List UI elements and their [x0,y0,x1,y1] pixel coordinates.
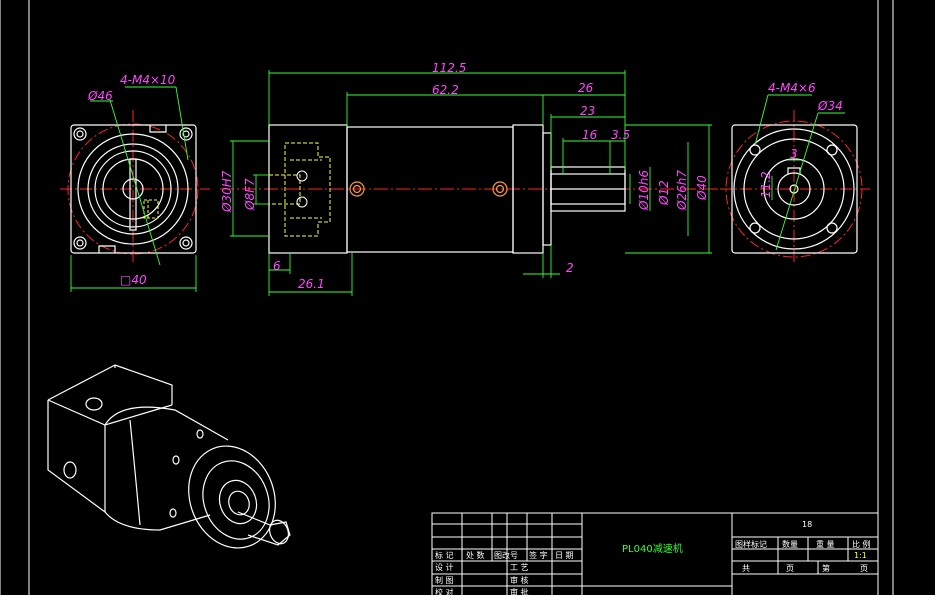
side-dim-key: 16 [582,128,598,142]
rear-dim-holes: 4-M4×6 [768,81,816,95]
side-dim-body: 62.2 [432,83,459,97]
front-dim-holes: 4-M4×10 [120,73,176,87]
tb-process: 工 艺 [510,563,529,572]
tb-scale-value: 1:1 [854,551,867,560]
side-dim-bore-inner: Ø8F7 [243,178,257,211]
tb-scale: 比 例 [852,539,871,549]
side-dim-input: 26.1 [298,277,325,291]
tb-sheet-mark: 18 [802,520,812,529]
tb-row-label-0: 标 记 [435,550,454,560]
side-dim-shaft: 23 [580,104,595,118]
side-dim-gap: 2 [566,261,574,275]
tb-row-label-2: 图改号 [494,550,518,560]
side-dim-flange: Ø40 [695,175,709,201]
tb-mass: 重 量 [816,539,835,549]
side-dim-total: 112.5 [432,61,466,75]
front-dim-diameter: Ø46 [87,89,113,103]
isometric-view [47,364,291,549]
side-dim-key-offset: 3.5 [611,128,630,142]
side-view: 112.5 62.2 26 23 16 3.5 Ø30H7 Ø8F7 Ø10h6… [220,61,725,296]
side-dim-bore: Ø30H7 [220,170,234,213]
tb-drawing: 制 图 [435,575,454,585]
title-block: 18 PL040减速机 标 记 处 数 图改号 签 字 日 期 设 计 工 艺 … [431,512,879,595]
tb-stage-mark: 图样标记 [735,539,767,549]
sheet-border [0,0,894,595]
side-dim-shaft-total: 26 [578,81,594,95]
front-dim-square: □40 [120,273,147,287]
tb-row-label-3: 签 字 [529,550,548,560]
tb-approve: 审 批 [510,587,529,595]
tb-row-label-1: 处 数 [466,550,485,560]
tb-total-label: 共 [742,564,750,573]
tb-product-name: PL040减速机 [622,542,683,555]
tb-weight: 数量 [782,539,798,549]
rear-view: 4-M4×6 Ø34 3 11.2 [720,81,870,262]
tb-page-label: 页 [786,564,794,573]
tb-sheet-label: 第 [822,563,830,573]
side-dim-shaft-dia: Ø10h6 [637,170,651,211]
tb-check: 校 对 [435,587,454,595]
tb-review: 审 核 [510,575,529,585]
tb-design: 设 计 [435,562,454,572]
side-dim-key-width: Ø12 [657,180,671,206]
rear-dim-key-depth: 3 [790,147,798,161]
rear-dim-height: 11.2 [759,171,773,198]
rear-dim-diameter: Ø34 [817,99,843,113]
side-dim-offset: 6 [273,259,281,273]
side-dim-pilot: Ø26h7 [675,170,689,211]
tb-row-label-4: 日 期 [555,551,574,560]
tb-sheet-page: 页 [860,564,868,573]
front-view: Ø46 4-M4×10 □40 [60,73,210,292]
